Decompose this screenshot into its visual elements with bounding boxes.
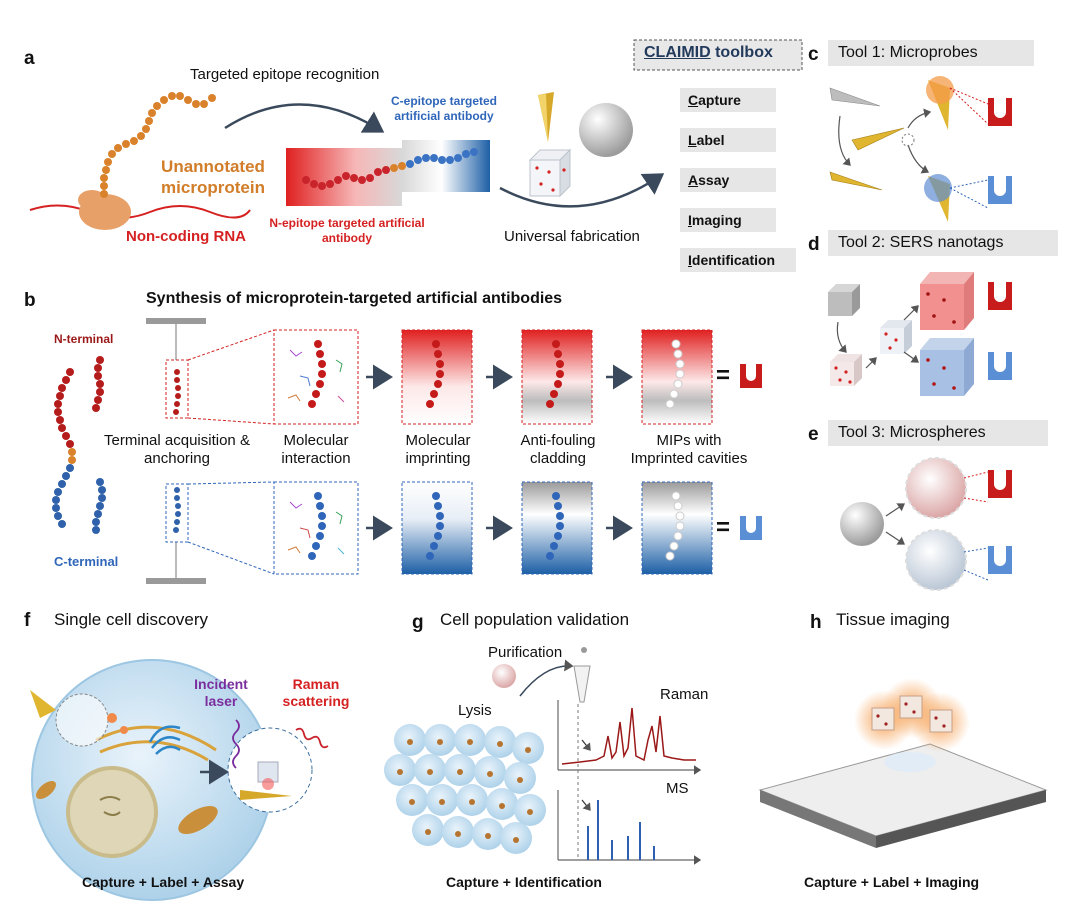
panel-d-letter: d bbox=[808, 234, 820, 255]
panel-f-graphics bbox=[30, 659, 329, 901]
toolbox-item-identification: Identification bbox=[680, 248, 796, 272]
cube bbox=[528, 148, 572, 198]
toolbox-item-label: Label bbox=[680, 128, 776, 152]
panel-g-caption: Capture + Identification bbox=[446, 874, 602, 890]
c-terminal-label: C-terminal bbox=[54, 554, 119, 569]
tool3-header: Tool 3: Microspheres bbox=[828, 420, 1048, 446]
panel-g-graphics bbox=[384, 647, 702, 865]
fabrication-label: Universal fabrication bbox=[504, 228, 640, 245]
cell-cluster bbox=[384, 724, 546, 854]
ms-peaks bbox=[587, 800, 655, 860]
step-terminal-acquisition: Terminal acquisition & anchoring bbox=[104, 432, 250, 467]
toolbox-title-underline: CLAIMID bbox=[644, 44, 711, 61]
toolbox-item-capture: Capture bbox=[680, 88, 776, 112]
epitope-recognition-label: Targeted epitope recognition bbox=[190, 66, 380, 83]
panel-g-title: Cell population validation bbox=[440, 610, 630, 629]
sphere bbox=[579, 103, 633, 157]
panel-f-caption: Capture + Label + Assay bbox=[82, 874, 245, 890]
panel-b-letter: b bbox=[24, 290, 36, 311]
rna-label: Non-coding RNA bbox=[126, 228, 246, 245]
c-epitope-label: C-epitope targeted artificial antibody bbox=[390, 94, 497, 123]
toolbox-box bbox=[633, 39, 803, 71]
rna-strand bbox=[29, 204, 251, 219]
toolbox-title: CLAIMID toolbox bbox=[644, 44, 773, 62]
panel-c-graphics bbox=[829, 76, 989, 222]
incident-laser-label: Incident laser bbox=[194, 676, 248, 709]
microprotein-chain bbox=[100, 92, 216, 198]
panel-g-letter: g bbox=[412, 612, 424, 633]
raman-spectrum bbox=[561, 707, 696, 765]
equals-sign-blue: = bbox=[716, 514, 731, 541]
panel-h-title: Tissue imaging bbox=[836, 610, 950, 629]
ms-label: MS bbox=[666, 780, 689, 797]
n-terminal-label: N-terminal bbox=[54, 332, 114, 346]
n-epitope-label: N-epitope targeted artificial antibody bbox=[269, 216, 425, 245]
c-epitope-block bbox=[402, 140, 490, 192]
step-anti-fouling: Anti-fouling cladding bbox=[520, 432, 596, 467]
panel-b-graphics bbox=[52, 318, 713, 584]
toolbox-title-suffix: toolbox bbox=[710, 44, 773, 61]
panel-f-letter: f bbox=[24, 610, 31, 631]
toolbox-item-assay: Assay bbox=[680, 168, 776, 192]
panel-d-graphics bbox=[828, 272, 974, 396]
equals-sign-red: = bbox=[716, 362, 731, 389]
step-molecular-interaction: Molecular interaction bbox=[281, 432, 351, 467]
tool2-header: Tool 2: SERS nanotags bbox=[828, 230, 1058, 256]
tool1-header: Tool 1: Microprobes bbox=[828, 40, 1034, 66]
panel-b-title: Synthesis of microprotein-targeted artif… bbox=[146, 290, 563, 307]
panel-h-graphics bbox=[758, 678, 1048, 848]
microprotein-label: Unannotated microprotein bbox=[161, 157, 265, 197]
panel-e-graphics bbox=[840, 457, 989, 591]
panel-c-letter: c bbox=[808, 44, 819, 65]
panel-e-letter: e bbox=[808, 424, 819, 445]
toolbox-item-imaging: Imaging bbox=[680, 208, 776, 232]
step-molecular-imprinting: Molecular imprinting bbox=[405, 432, 471, 467]
panel-f-title: Single cell discovery bbox=[54, 610, 209, 629]
raman-label: Raman bbox=[660, 686, 709, 703]
panel-h-caption: Capture + Label + Imaging bbox=[804, 874, 980, 890]
step-mips: MIPs with Imprinted cavities bbox=[630, 432, 748, 467]
cavity-icons bbox=[740, 98, 1012, 574]
panel-a-letter: a bbox=[24, 48, 35, 69]
purification-bead bbox=[492, 664, 516, 688]
panel-h-letter: h bbox=[810, 612, 822, 633]
lysis-label: Lysis bbox=[458, 702, 492, 719]
purification-label: Purification bbox=[488, 644, 563, 661]
panel-a-graphics bbox=[29, 92, 665, 230]
raman-scattering-label: Raman scattering bbox=[282, 676, 350, 709]
